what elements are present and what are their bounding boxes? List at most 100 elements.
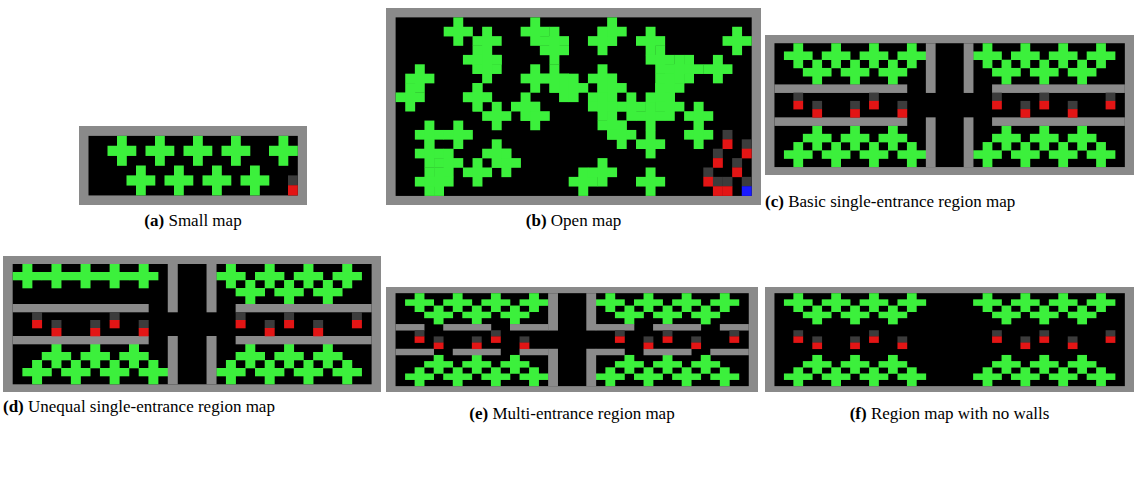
- resource-plus: [1077, 306, 1087, 325]
- resource-plus: [434, 355, 444, 374]
- map-floor: [89, 136, 298, 196]
- resource-plus: [812, 355, 822, 374]
- resource-plus: [245, 280, 255, 304]
- resource-plus: [1077, 60, 1087, 85]
- subfigure-letter: (e): [469, 404, 488, 423]
- agent: [615, 336, 625, 342]
- agent-head: [110, 312, 120, 320]
- agent-head: [520, 336, 530, 342]
- resource-plus: [646, 102, 656, 130]
- resource-plus: [71, 360, 81, 384]
- resource-plus: [1039, 306, 1049, 325]
- subfigure-letter: (d): [3, 397, 24, 416]
- wall: [596, 349, 625, 355]
- resource-plus: [605, 293, 615, 312]
- agent: [703, 177, 713, 187]
- agent: [265, 328, 275, 336]
- agent: [236, 320, 246, 328]
- agent-head: [869, 330, 879, 336]
- agent-head: [713, 149, 723, 159]
- wall: [13, 304, 149, 312]
- agent: [1068, 109, 1078, 118]
- resource-plus: [646, 130, 656, 158]
- resource-plus: [1058, 43, 1068, 68]
- resource-plus: [1077, 126, 1087, 151]
- agent: [812, 343, 822, 349]
- resource-plus: [812, 126, 822, 151]
- resource-plus: [1096, 43, 1106, 68]
- resource-plus: [453, 367, 463, 386]
- resource-plus: [869, 43, 879, 68]
- wall: [644, 349, 692, 355]
- agent: [723, 186, 733, 196]
- resource-plus: [453, 293, 463, 312]
- agent-head: [850, 101, 860, 110]
- resource-plus: [139, 264, 149, 288]
- resource-plus: [793, 142, 803, 167]
- subfigure-title: Open map: [551, 211, 621, 230]
- resource-plus: [415, 293, 425, 312]
- resource-plus: [226, 360, 236, 384]
- resource-plus: [510, 306, 520, 325]
- subfigure-caption: (f) Region map with no walls: [765, 404, 1134, 424]
- resource-plus: [1020, 293, 1030, 312]
- agent: [1068, 343, 1078, 349]
- agent: [713, 186, 723, 196]
- agent-head: [812, 336, 822, 342]
- resource-plus: [1020, 142, 1030, 167]
- agent: [732, 167, 742, 177]
- wall: [653, 324, 701, 330]
- wall: [926, 117, 936, 167]
- agent-head: [897, 101, 907, 110]
- agent: [1106, 101, 1116, 110]
- resource-plus: [793, 293, 803, 312]
- subfigure-letter: (a): [144, 211, 164, 230]
- wall: [774, 84, 907, 93]
- resource-plus: [473, 83, 483, 111]
- agent: [869, 336, 879, 342]
- resource-plus: [888, 355, 898, 374]
- resource-plus: [701, 306, 711, 325]
- resource-plus: [1096, 367, 1106, 386]
- agent: [691, 343, 701, 349]
- subfigure-letter: (b): [526, 211, 547, 230]
- agent-head: [723, 130, 733, 140]
- wall: [396, 349, 434, 355]
- open-map: [386, 8, 761, 205]
- agent-head: [742, 177, 752, 187]
- map-floor: [396, 293, 749, 386]
- agent: [110, 320, 120, 328]
- resource-plus: [136, 166, 146, 196]
- wall: [207, 264, 217, 312]
- map-border: [386, 8, 761, 205]
- subfigure-title: Basic single-entrance region map: [788, 192, 1015, 211]
- resource-plus: [888, 126, 898, 151]
- agent-head: [415, 330, 425, 336]
- wall: [453, 349, 501, 355]
- resource-plus: [342, 360, 352, 384]
- resource-plus: [510, 355, 520, 374]
- resource-plus: [323, 280, 333, 304]
- agent: [51, 328, 61, 336]
- agent-head: [139, 320, 149, 328]
- subfigure-caption: (a) Small map: [79, 211, 307, 231]
- wall: [520, 349, 549, 355]
- resource-plus: [284, 344, 294, 368]
- agent: [812, 109, 822, 118]
- map-border: [765, 287, 1134, 392]
- agent-head: [615, 330, 625, 336]
- resource-plus: [907, 367, 917, 386]
- map-border: [3, 256, 381, 392]
- agent-head: [90, 320, 100, 328]
- wall: [596, 324, 634, 330]
- resource-plus: [682, 367, 692, 386]
- agent-head: [691, 336, 701, 342]
- agent-head: [742, 139, 752, 149]
- agent-head: [1068, 101, 1078, 110]
- resource-plus: [491, 293, 501, 312]
- resource-plus: [869, 367, 879, 386]
- agent-head: [703, 167, 713, 177]
- subfigure-letter: (f): [850, 404, 867, 423]
- agent: [992, 101, 1002, 110]
- resource-plus: [110, 264, 120, 288]
